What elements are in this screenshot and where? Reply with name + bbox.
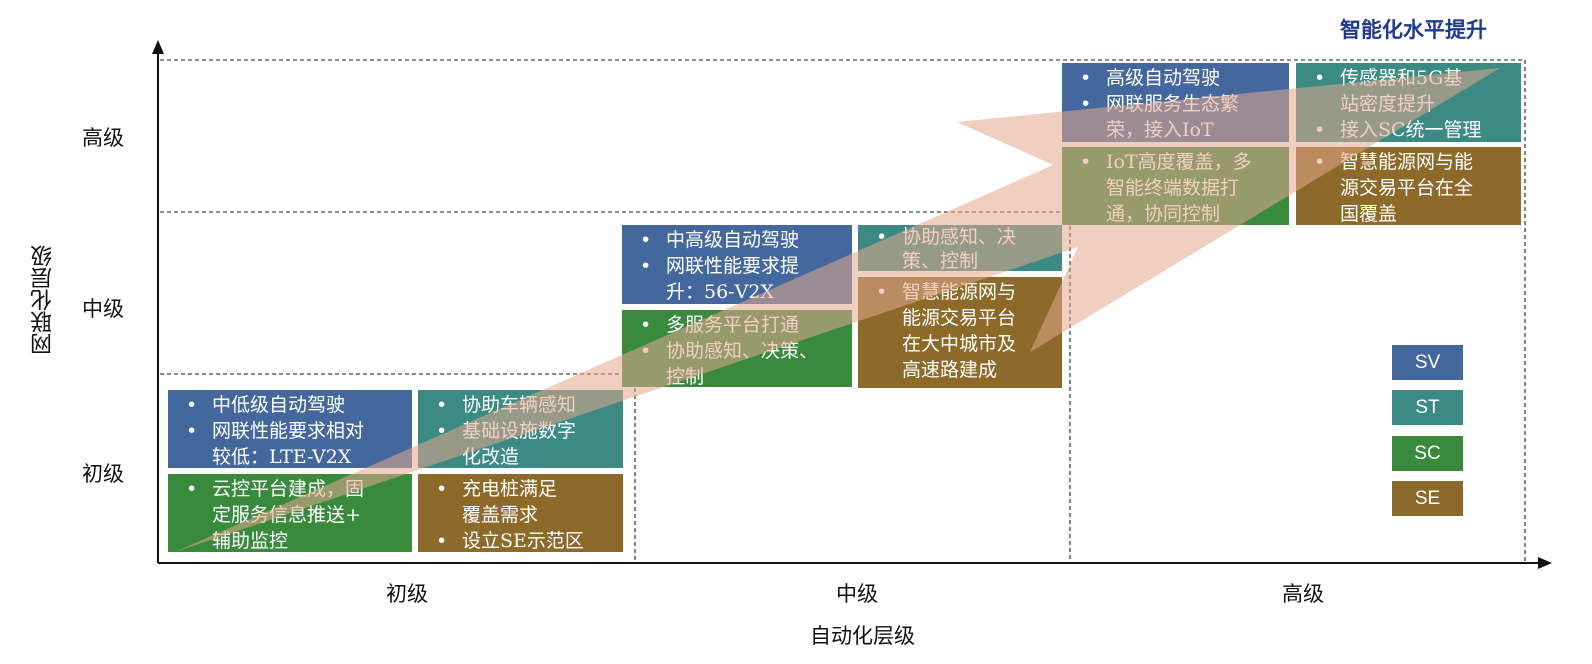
x-tick-high: 高级 bbox=[1282, 582, 1324, 606]
bullet: 云控平台建成，固 bbox=[182, 476, 408, 502]
box-high-sv: 高级自动驾驶 网联服务生态繁 荣，接入IoT bbox=[1062, 63, 1289, 142]
bullet-cont: 升：56-V2X bbox=[666, 281, 774, 303]
bullet-cont: 国覆盖 bbox=[1340, 203, 1398, 225]
bullet-cont: 智能终端数据打 bbox=[1106, 177, 1240, 199]
bullet: 中高级自动驾驶 bbox=[636, 227, 848, 253]
bullet: 设立SE示范区 bbox=[432, 528, 619, 554]
bullet: 充电桩满足 bbox=[432, 476, 619, 502]
box-mid-st: 协助感知、决 策、控制 bbox=[858, 225, 1062, 272]
bullet: 协助感知、决策、 bbox=[636, 338, 848, 364]
bullet-cont: 策、控制 bbox=[902, 250, 979, 272]
box-low-se: 充电桩满足 覆盖需求 设立SE示范区 bbox=[418, 474, 623, 554]
bullet-cont: 通，协同控制 bbox=[1106, 203, 1221, 225]
bullet-cont: 能源交易平台 bbox=[902, 307, 1017, 329]
y-axis-title: 网联化层级 bbox=[31, 245, 56, 355]
y-tick-mid: 中级 bbox=[82, 297, 124, 321]
chart-title: 智能化水平提升 bbox=[1340, 17, 1487, 42]
box-mid-se: 智慧能源网与 能源交易平台 在大中城市及 高速路建成 bbox=[858, 277, 1062, 388]
box-high-se: 智慧能源网与能 源交易平台在全 国覆盖 bbox=[1296, 147, 1521, 225]
bullet: 协助车辆感知 bbox=[432, 392, 619, 418]
bullet: 智慧能源网与 bbox=[872, 279, 1058, 305]
bullet-cont: 站密度提升 bbox=[1340, 93, 1436, 115]
bullet: 多服务平台打通 bbox=[636, 312, 848, 338]
bullet-cont: 高速路建成 bbox=[902, 359, 998, 381]
bullet: 协助感知、决 bbox=[872, 225, 1058, 249]
box-high-sc: IoT高度覆盖，多 智能终端数据打 通，协同控制 bbox=[1062, 147, 1289, 225]
legend-sv: SV bbox=[1392, 345, 1463, 380]
bullet-cont: 辅助监控 bbox=[212, 530, 289, 552]
bullet: 中低级自动驾驶 bbox=[182, 392, 408, 418]
bullet-cont: 化改造 bbox=[462, 446, 520, 468]
box-mid-sv: 中高级自动驾驶 网联性能要求提 升：56-V2X bbox=[622, 225, 852, 304]
bullet: 传感器和5G基 bbox=[1310, 65, 1517, 91]
bullet-cont: 控制 bbox=[666, 366, 705, 388]
bullet-cont: 源交易平台在全 bbox=[1340, 177, 1474, 199]
x-tick-low: 初级 bbox=[386, 582, 428, 606]
bullet-cont: 较低：LTE-V2X bbox=[212, 446, 352, 468]
y-axis-arrow-icon bbox=[152, 40, 164, 54]
legend-se: SE bbox=[1392, 481, 1463, 516]
bullet-cont: 定服务信息推送+ bbox=[212, 504, 361, 526]
bullet: 接入SC统一管理 bbox=[1310, 117, 1517, 143]
box-low-st: 协助车辆感知 基础设施数字 化改造 bbox=[418, 390, 623, 468]
box-mid-sc: 多服务平台打通 协助感知、决策、 控制 bbox=[622, 310, 852, 388]
bullet: IoT高度覆盖，多 bbox=[1076, 149, 1285, 175]
bullet: 高级自动驾驶 bbox=[1076, 65, 1285, 91]
bullet-cont: 在大中城市及 bbox=[902, 333, 1017, 355]
x-tick-mid: 中级 bbox=[836, 582, 878, 606]
y-tick-high: 高级 bbox=[82, 126, 124, 150]
bullet: 智慧能源网与能 bbox=[1310, 149, 1517, 175]
bullet: 网联性能要求提 bbox=[636, 253, 848, 279]
bullet-cont: 荣，接入IoT bbox=[1106, 119, 1214, 141]
box-low-sc: 云控平台建成，固 定服务信息推送+ 辅助监控 bbox=[168, 474, 412, 552]
x-axis-arrow-icon bbox=[1538, 557, 1552, 569]
box-high-st: 传感器和5G基 站密度提升 接入SC统一管理 bbox=[1296, 63, 1521, 143]
bullet-cont: 覆盖需求 bbox=[462, 504, 539, 526]
x-axis-title: 自动化层级 bbox=[810, 624, 915, 648]
box-low-sv: 中低级自动驾驶 网联性能要求相对 较低：LTE-V2X bbox=[168, 390, 412, 468]
bullet: 网联服务生态繁 bbox=[1076, 91, 1285, 117]
bullet: 网联性能要求相对 bbox=[182, 418, 408, 444]
bullet: 基础设施数字 bbox=[432, 418, 619, 444]
legend-sc: SC bbox=[1392, 436, 1463, 471]
legend-st: ST bbox=[1392, 390, 1463, 425]
y-tick-low: 初级 bbox=[82, 462, 124, 486]
